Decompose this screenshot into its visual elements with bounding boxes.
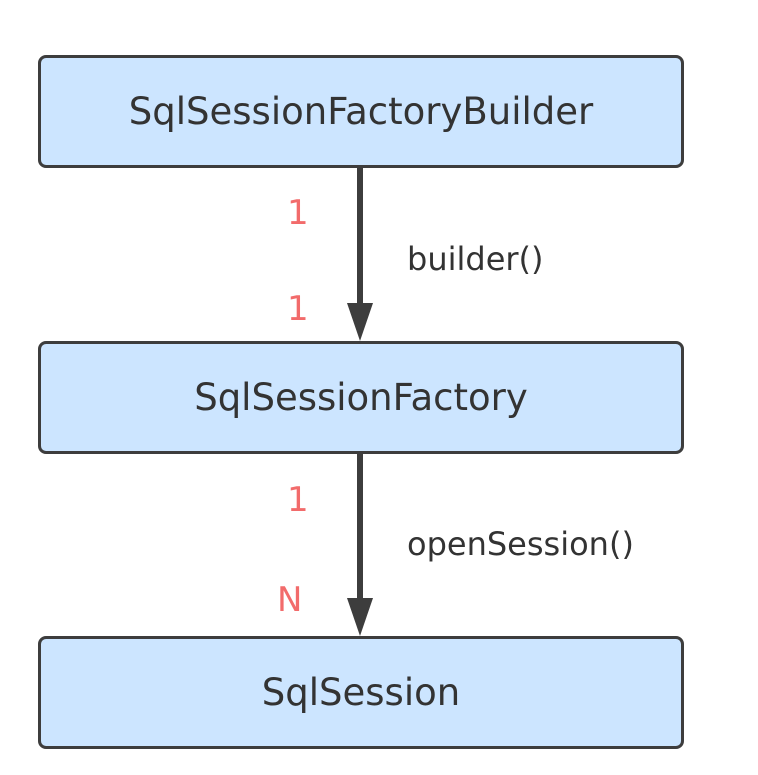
node-sqlsessionfactory: SqlSessionFactory: [38, 341, 684, 454]
edge-label-opensession: openSession(): [407, 525, 634, 563]
multiplicity-factory-source-side: 1: [287, 480, 309, 520]
arrow-factory-to-session-head: [347, 598, 373, 636]
node-sqlsession: SqlSession: [38, 636, 684, 749]
node-sqlsessionfactorybuilder: SqlSessionFactoryBuilder: [38, 55, 684, 168]
multiplicity-session-side: N: [277, 580, 303, 620]
arrow-builder-to-factory-head: [347, 303, 373, 341]
node-label: SqlSessionFactory: [194, 376, 528, 419]
edge-label-builder: builder(): [407, 240, 544, 278]
node-label: SqlSessionFactoryBuilder: [128, 90, 594, 133]
node-label: SqlSession: [261, 671, 461, 714]
arrow-builder-to-factory-line: [357, 168, 363, 306]
arrow-factory-to-session-line: [357, 454, 363, 601]
multiplicity-builder-side: 1: [287, 193, 309, 233]
multiplicity-factory-side: 1: [287, 289, 309, 329]
